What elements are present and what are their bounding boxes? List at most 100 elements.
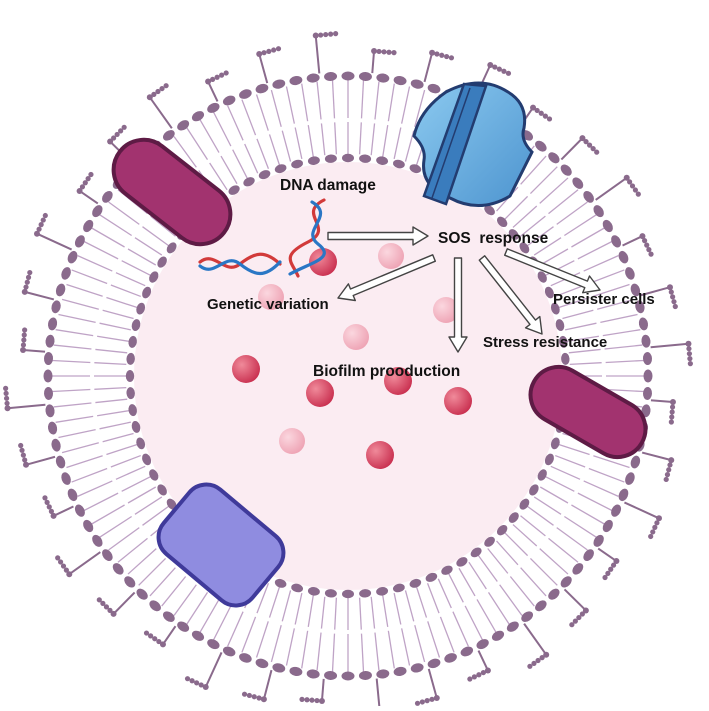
lps-chain [256, 46, 282, 88]
lps-chain [618, 233, 654, 257]
lipid-head [166, 498, 177, 510]
lipid-head [191, 111, 205, 122]
label-persister-cells: Persister cells [553, 291, 655, 308]
dna-helix-icon [198, 198, 326, 278]
lps-chain [299, 674, 326, 704]
lipid-head [602, 519, 613, 533]
lipid-head [228, 185, 240, 195]
lipid-head [561, 352, 570, 365]
lipid-head [593, 534, 604, 547]
lipid-head [239, 89, 252, 99]
lipid-head [641, 334, 651, 348]
lipid-head [102, 190, 113, 203]
lipid-head [341, 671, 355, 681]
lipid-head [491, 630, 505, 641]
lipid-head [427, 83, 441, 94]
lipid-head [177, 120, 190, 131]
lipid-head [291, 583, 304, 593]
molecule-icon [306, 379, 334, 407]
lipid-head [342, 153, 354, 163]
lipid-head [359, 589, 372, 598]
lipid-head [291, 159, 304, 169]
lipid-head [611, 504, 622, 517]
lipid-head [625, 267, 635, 280]
label-stress-resistance: Stress resistance [483, 334, 607, 351]
molecule-icon [366, 441, 394, 469]
lipid-head [611, 235, 622, 248]
lipid-head [359, 154, 372, 163]
lipid-head [289, 75, 303, 86]
lipid-head [506, 621, 519, 632]
lps-chain [3, 385, 50, 412]
lipid-head [92, 534, 103, 547]
lipid-head [376, 156, 389, 165]
label-genetic-variation: Genetic variation [207, 296, 329, 313]
lipid-head [83, 219, 94, 233]
lipid-head [409, 164, 422, 174]
lipid-head [358, 670, 372, 681]
arrow-icon [337, 254, 436, 302]
lipid-head [409, 578, 422, 588]
lipid-head [157, 484, 167, 496]
lipid-head [550, 302, 560, 315]
lipid-head [162, 611, 175, 622]
label-sos-response: SOS response [438, 230, 549, 247]
lipid-head [641, 404, 651, 418]
lipid-head [393, 75, 407, 86]
lipid-head [643, 369, 653, 383]
lps-chain [620, 499, 662, 540]
dna-strand [198, 259, 282, 276]
lipid-head [521, 611, 534, 622]
lipid-head [306, 669, 320, 679]
lipid-head [560, 164, 572, 176]
lps-chain [646, 340, 693, 367]
lipid-head [131, 420, 141, 433]
lipid-head [272, 663, 286, 673]
lipid-head [484, 205, 495, 216]
molecule-icon [232, 355, 260, 383]
lipid-head [274, 164, 287, 174]
lps-chain [594, 545, 620, 581]
lps-chain [55, 549, 105, 578]
lipid-head [67, 250, 78, 264]
lps-chain [241, 666, 274, 703]
molecule-icon [378, 243, 404, 269]
lps-chain [205, 70, 229, 106]
lipid-head [508, 512, 519, 523]
lps-chain [42, 495, 78, 519]
lipid-head [583, 549, 594, 562]
lipid-head [142, 453, 152, 466]
lipid-head [136, 302, 146, 315]
lipid-head [544, 286, 554, 299]
lipid-head [191, 630, 205, 641]
lipid-head [560, 576, 572, 588]
molecule-icon [384, 367, 412, 395]
lipid-head [393, 666, 407, 677]
lps-chain [521, 619, 550, 669]
lipid-head [177, 621, 190, 632]
lipid-head [43, 386, 54, 400]
lipid-head [618, 250, 629, 264]
lipid-head [102, 549, 113, 562]
lipid-head [559, 335, 568, 348]
lipid-head [142, 286, 152, 299]
lipid-head [157, 256, 167, 268]
lipid-head [289, 666, 303, 677]
lps-chain [184, 648, 225, 690]
lipid-head [55, 455, 66, 469]
lipid-head [376, 587, 389, 596]
lipid-head [625, 472, 635, 485]
lipid-head [392, 159, 405, 169]
lps-chain [646, 398, 676, 425]
lipid-head [255, 658, 269, 669]
arrow-icon [327, 226, 429, 246]
lipid-head [548, 152, 560, 164]
lipid-head [410, 663, 424, 673]
lipid-head [519, 242, 530, 254]
lps-chain [636, 284, 678, 310]
lipid-head [207, 102, 220, 113]
lipid-head [324, 154, 337, 163]
lipid-head [529, 484, 539, 496]
